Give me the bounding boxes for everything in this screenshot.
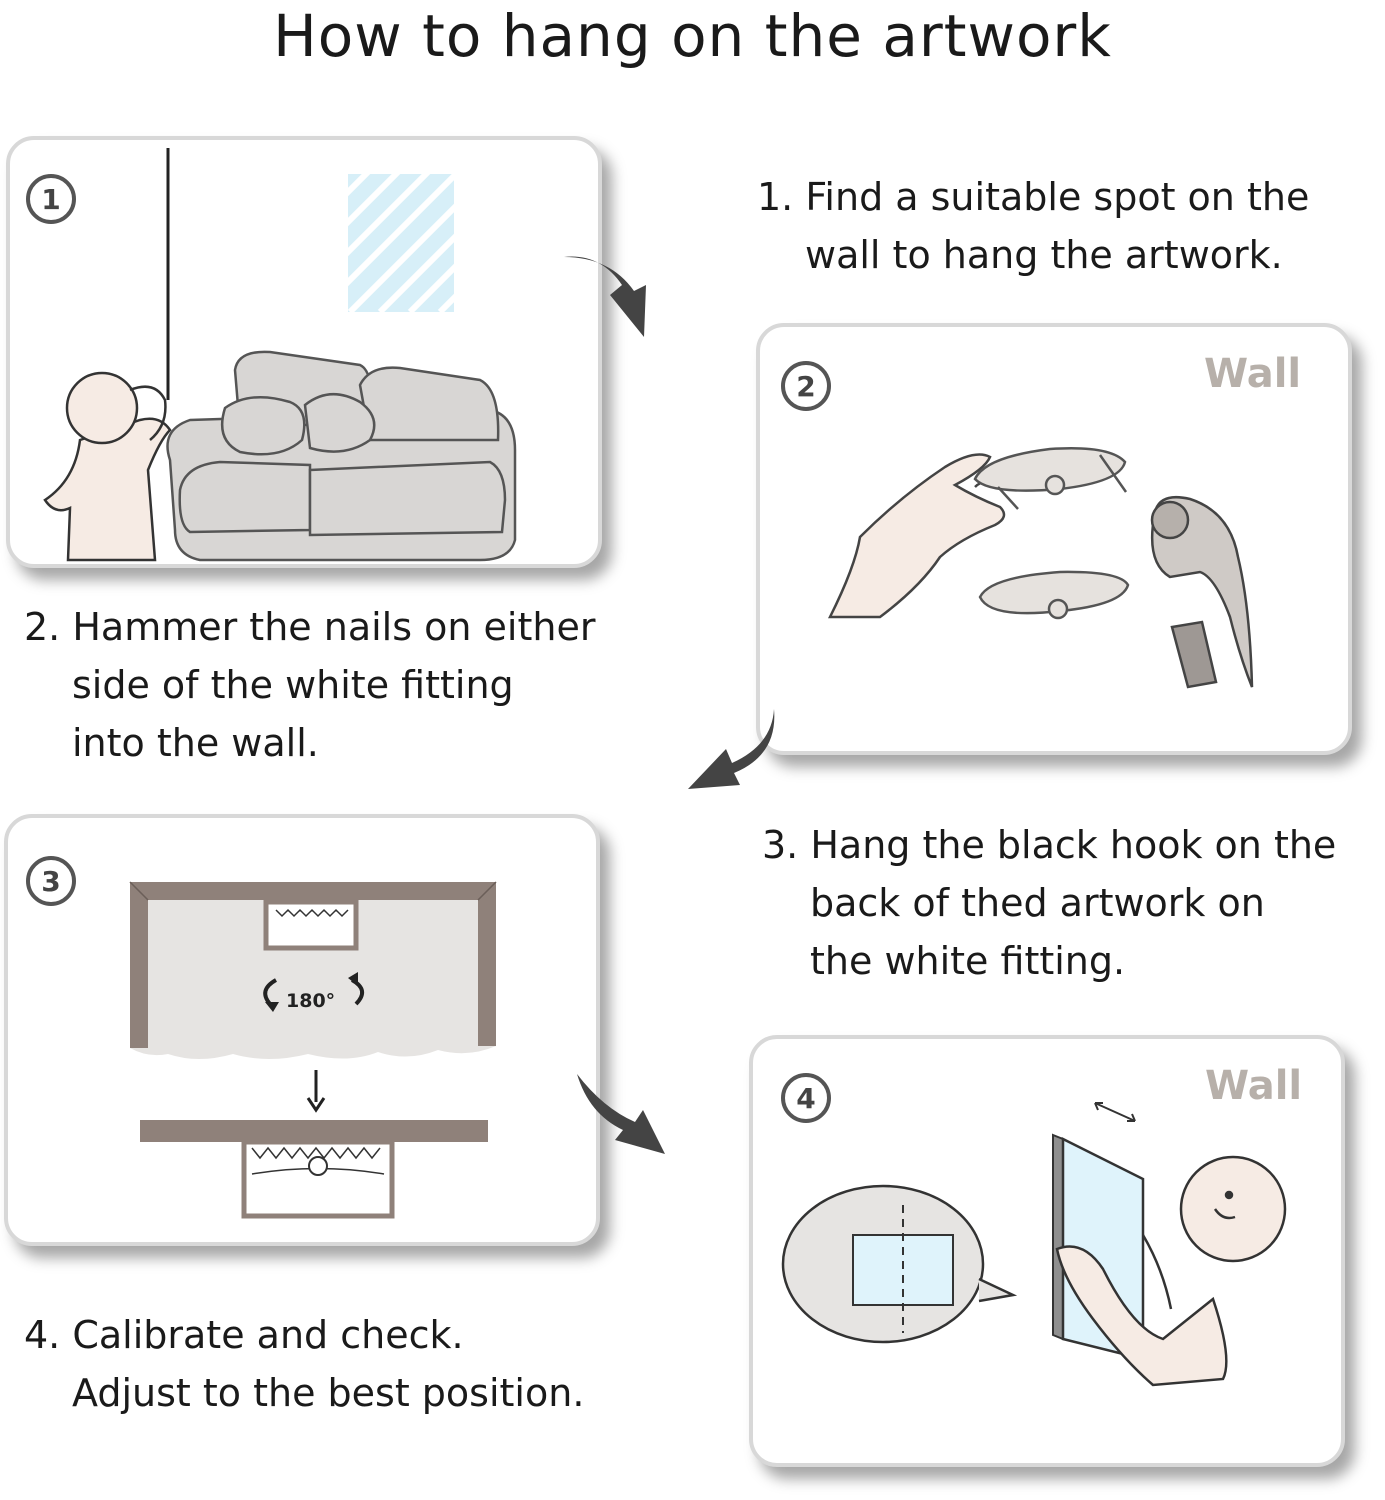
arrow-2-to-3 <box>688 709 775 789</box>
white-fitting-shape <box>973 447 1130 620</box>
step-3-text: 3. Hang the black hook on the back of th… <box>762 816 1336 990</box>
step-2-line-1: 2. Hammer the nails on either <box>24 605 596 649</box>
step-3-badge-label: 3 <box>41 864 61 898</box>
step-1-line-2: wall to hang the artwork. <box>805 233 1283 277</box>
magnified-bubble-shape <box>781 1184 1018 1344</box>
page-title: How to hang on the artwork <box>273 2 1112 70</box>
artwork-back-shape <box>129 881 497 1059</box>
step-4-text: 4. Calibrate and check. Adjust to the be… <box>24 1306 584 1422</box>
step-3-line-1: 3. Hang the black hook on the <box>762 823 1337 867</box>
step-3-panel: 1 3 180° <box>4 814 600 1246</box>
step-1-badge: 1 <box>26 174 76 224</box>
calibrate-illustration <box>781 1102 1287 1387</box>
step-2-line-3: into the wall. <box>72 721 319 765</box>
sofa-shape <box>166 350 517 562</box>
step-3-badge: 3 <box>26 856 76 906</box>
person-shape <box>1055 1155 1287 1387</box>
arrow-3-to-4 <box>577 1074 665 1154</box>
step-4-badge: 4 <box>781 1073 831 1123</box>
hook-rotation-illustration <box>129 881 497 1219</box>
hammer-shape <box>1150 495 1254 689</box>
step-3-line-2: back of thed artwork on <box>810 881 1265 925</box>
step-2-panel: 2 Wall <box>756 323 1352 755</box>
arrow-1-to-2 <box>564 256 646 337</box>
step-4-line-2: Adjust to the best position. <box>72 1371 585 1415</box>
step-4-line-1: 4. Calibrate and check. <box>24 1313 464 1357</box>
step-1-text: 1. Find a suitable spot on the wall to h… <box>757 168 1309 284</box>
living-room-illustration <box>43 148 517 562</box>
step-2-badge: 2 <box>781 361 831 411</box>
step-1-panel: 1 <box>6 136 602 568</box>
rotate-label: 180° <box>286 990 336 1012</box>
wall-label: Wall <box>1204 351 1302 397</box>
person-shape <box>43 371 172 562</box>
step-4-panel: 4 Wall <box>749 1035 1345 1467</box>
wall-label: Wall <box>1205 1063 1303 1109</box>
hand-fitting-hammer-illustration <box>827 447 1254 689</box>
window-shape <box>337 167 463 315</box>
step-2-text: 2. Hammer the nails on either side of th… <box>24 598 595 772</box>
step-2-line-2: side of the white fitting <box>72 663 514 707</box>
step-1-line-1: 1. Find a suitable spot on the <box>757 175 1310 219</box>
hung-artwork-shape <box>140 1120 488 1219</box>
step-3-line-3: the white fitting. <box>810 939 1126 983</box>
